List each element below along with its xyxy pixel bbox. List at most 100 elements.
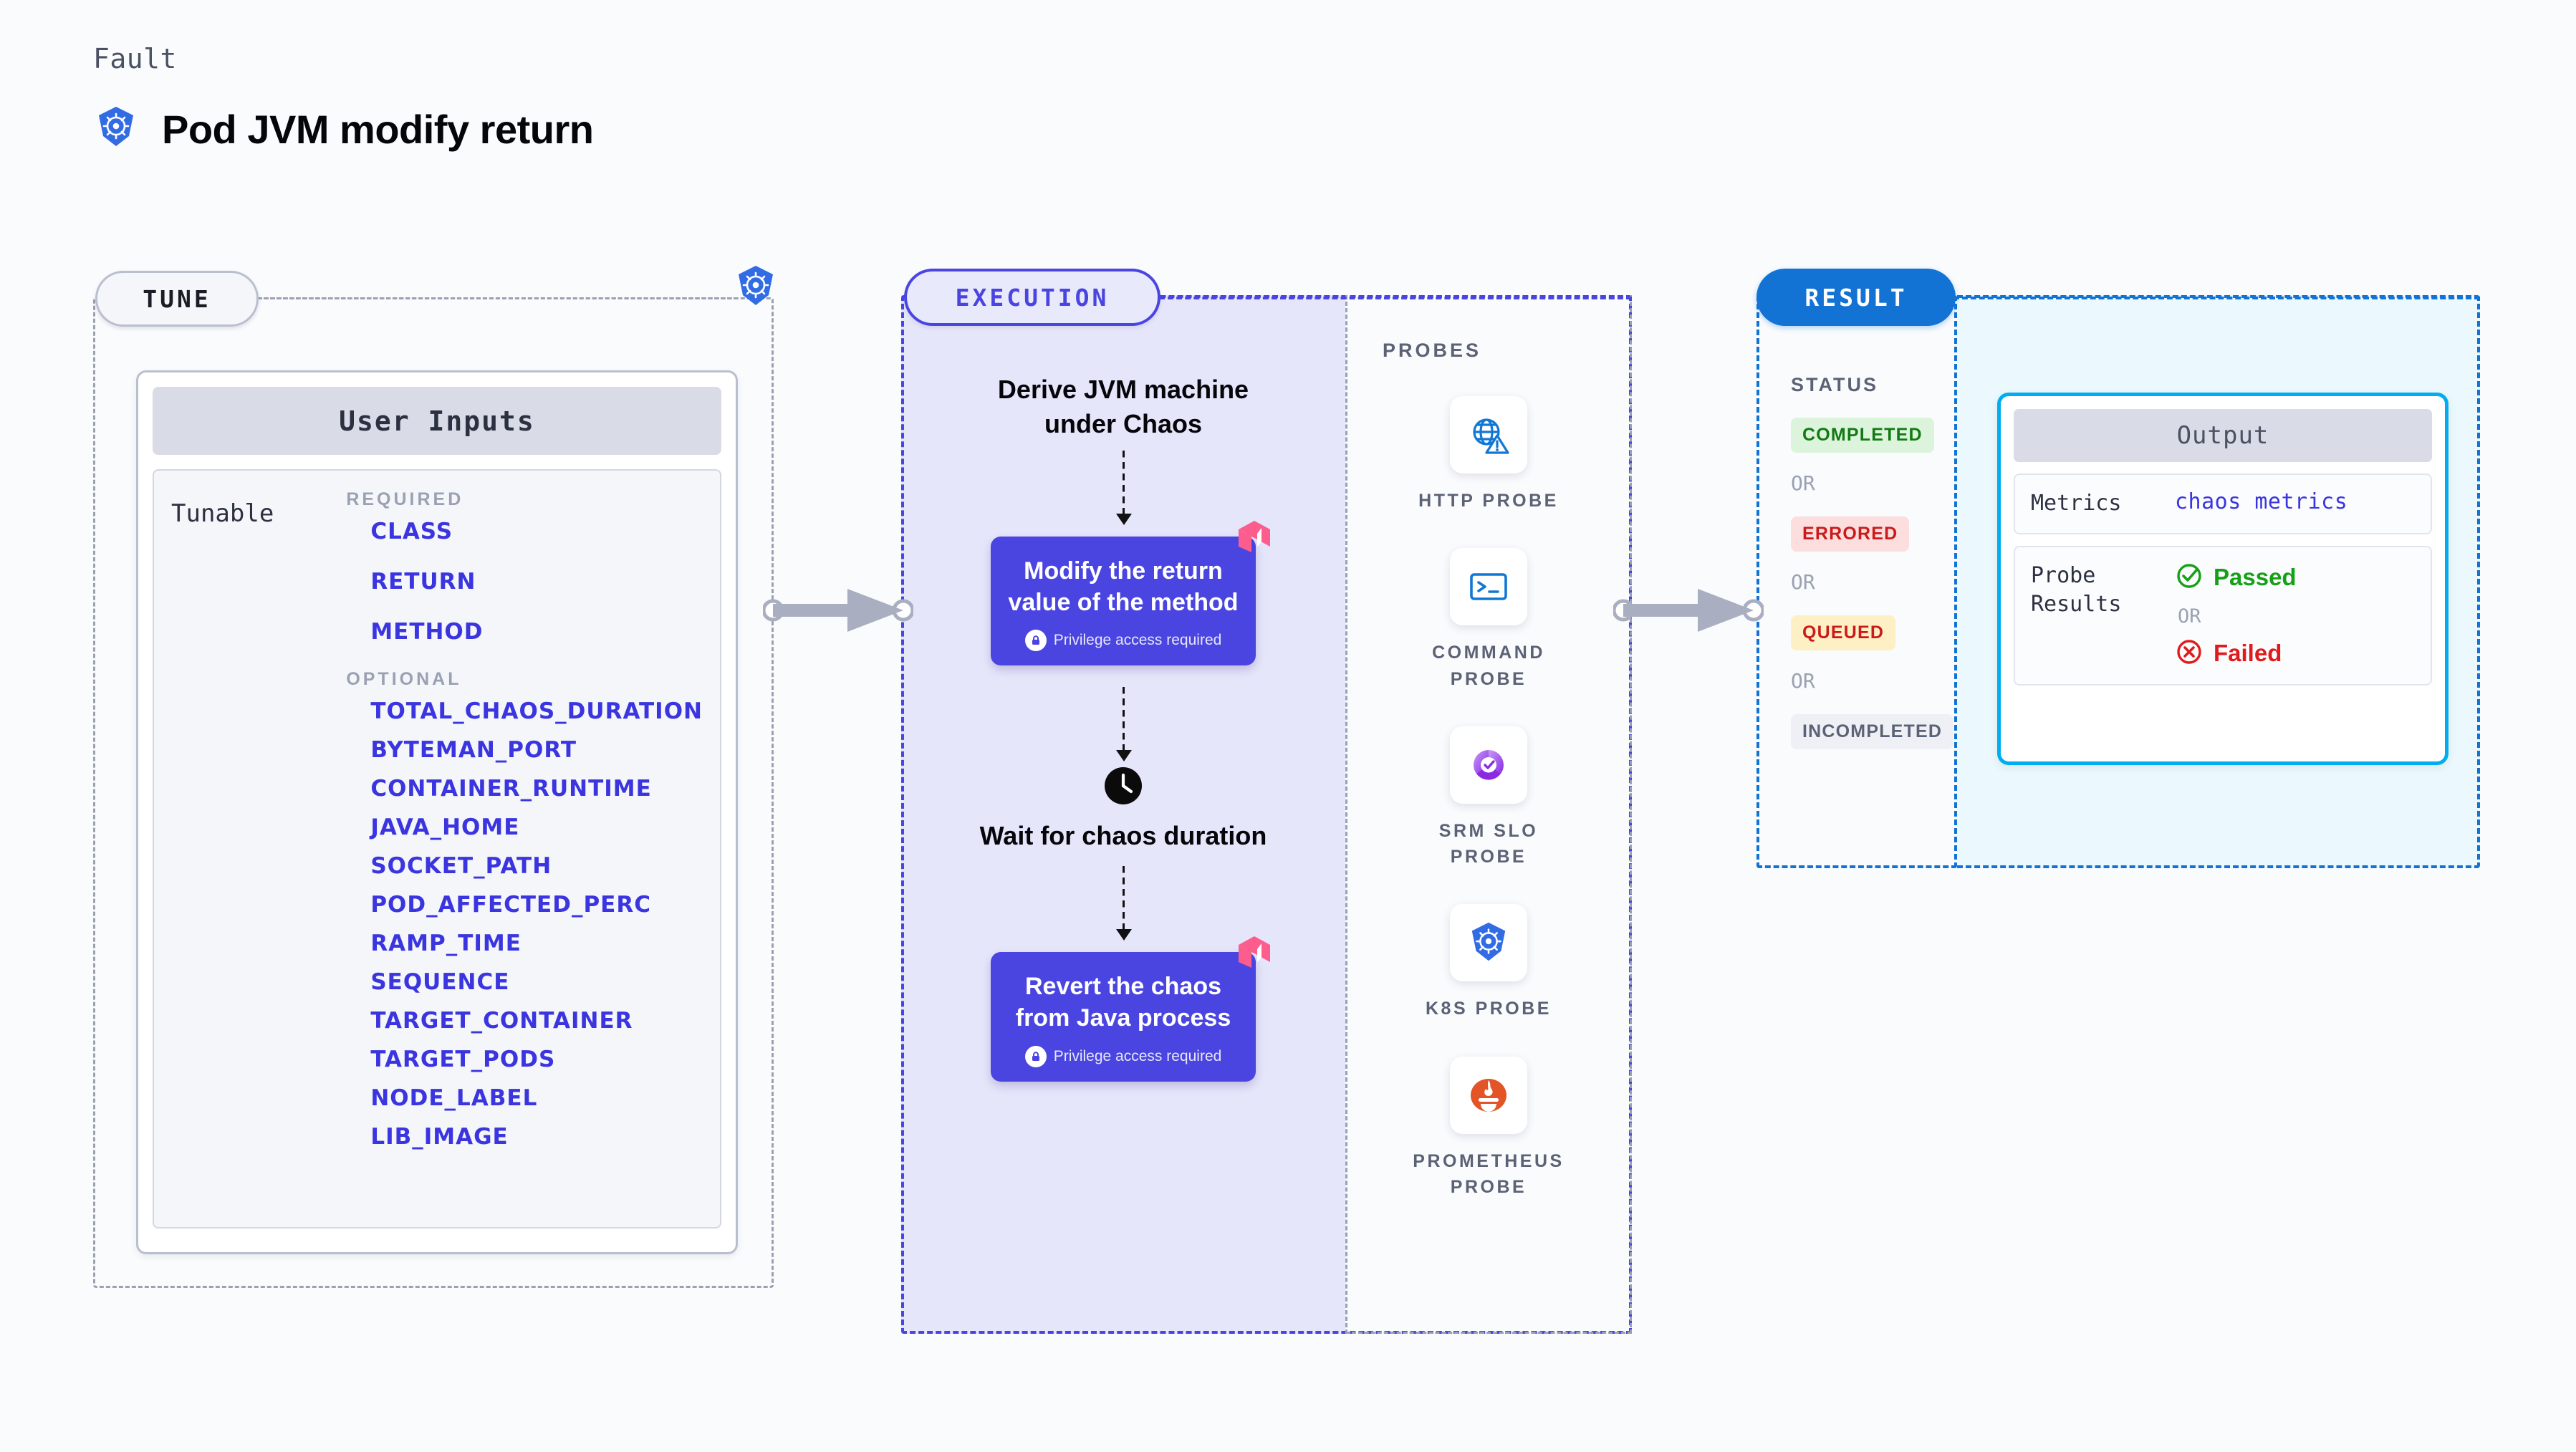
metrics-label: Metrics: [2031, 491, 2122, 516]
check-circle-icon: [2175, 562, 2203, 594]
stage-pill-execution[interactable]: EXECUTION: [904, 269, 1160, 326]
probe-result-failed: Failed: [2175, 638, 2297, 670]
probes-region: [1345, 295, 1632, 1334]
kubernetes-icon: [1450, 904, 1527, 982]
probe-item[interactable]: HTTP PROBE: [1345, 396, 1632, 514]
result-status-column: STATUS COMPLETED OR ERRORED OR QUEUED OR INCOM…: [1756, 295, 1957, 749]
execution-card-note-text: Privilege access required: [1053, 1047, 1222, 1064]
probe-result-or: OR: [2178, 605, 2201, 628]
tunable-optional-item[interactable]: LIB_IMAGE: [370, 1124, 509, 1150]
probes-list: HTTP PROBE COMMAND PROBE SRM SLO PROBE K8S …: [1345, 396, 1632, 1200]
execution-flow: Derive JVM machine under Chaos Modify th…: [901, 372, 1345, 1082]
tunable-optional-item[interactable]: BYTEMAN_PORT: [370, 737, 577, 763]
probe-label: HTTP PROBE: [1418, 491, 1559, 511]
globe-warning-icon: [1450, 396, 1527, 473]
tunable-optional-item[interactable]: NODE_LABEL: [370, 1085, 538, 1111]
optional-list: TOTAL_CHAOS_DURATION BYTEMAN_PORT CONTAINE…: [346, 698, 703, 1150]
execution-card-title: Revert the chaos from Java process: [1015, 973, 1231, 1032]
execution-connector-line: [1159, 297, 1632, 299]
tunable-lists: REQUIRED CLASS RETURN METHOD OPTIONAL TOTA…: [346, 489, 703, 1208]
execution-card-note-text: Privilege access required: [1053, 632, 1222, 649]
metrics-row: Metrics chaos metrics: [2014, 473, 2432, 534]
required-list: CLASS RETURN METHOD: [346, 519, 703, 645]
tunable-optional-item[interactable]: TOTAL_CHAOS_DURATION: [370, 698, 703, 724]
execution-step-title: Derive JVM machine under Chaos: [997, 375, 1249, 438]
tunable-label: Tunable: [171, 499, 274, 528]
execution-card-modify-return[interactable]: Modify the return value of the method Pr…: [991, 521, 1270, 666]
probe-label: PROMETHEUS PROBE: [1413, 1150, 1565, 1197]
tunable-optional-item[interactable]: JAVA_HOME: [370, 814, 520, 840]
probe-result-passed: Passed: [2175, 562, 2297, 594]
probe-label: K8S PROBE: [1426, 999, 1552, 1019]
flow-arrow-down: [1115, 866, 1132, 941]
status-or-separator: OR: [1791, 471, 1815, 495]
flow-arrow-down: [1115, 687, 1132, 762]
litmus-icon: [1236, 933, 1273, 974]
execution-card-revert-chaos[interactable]: Revert the chaos from Java process Privi…: [991, 936, 1270, 1082]
status-badge-list: COMPLETED OR ERRORED OR QUEUED OR INCOMPLETED: [1791, 396, 1957, 749]
tunable-optional-item[interactable]: CONTAINER_RUNTIME: [370, 776, 652, 802]
wait-step-title: Wait for chaos duration: [979, 821, 1267, 851]
failed-label: Failed: [2214, 640, 2282, 666]
srm-slo-icon: [1450, 726, 1527, 804]
tunable-optional-item[interactable]: SOCKET_PATH: [370, 853, 552, 879]
tune-connector-line: [258, 297, 738, 299]
result-connector-line: [1953, 297, 2480, 299]
prometheus-icon: [1450, 1056, 1527, 1134]
status-or-separator: OR: [1791, 570, 1815, 594]
lock-icon: [1024, 630, 1047, 652]
litmus-icon: [1236, 518, 1273, 559]
probe-label: SRM SLO PROBE: [1438, 820, 1539, 867]
output-card: Output Metrics chaos metrics Probe Resul…: [1997, 393, 2448, 765]
tunable-optional-item[interactable]: TARGET_CONTAINER: [370, 1008, 633, 1034]
metrics-value[interactable]: chaos metrics: [2175, 489, 2348, 514]
kubernetes-icon: [733, 264, 779, 313]
probe-item[interactable]: COMMAND PROBE: [1345, 548, 1632, 692]
tunable-optional-item[interactable]: RAMP_TIME: [370, 931, 522, 956]
clock-icon: [1103, 766, 1143, 809]
fault-title-row: Pod JVM modify return: [93, 105, 594, 154]
required-heading: REQUIRED: [346, 489, 464, 509]
terminal-icon: [1450, 548, 1527, 626]
arrow-probes-to-result: [1613, 589, 1764, 632]
x-circle-icon: [2175, 638, 2203, 670]
lock-icon: [1024, 1045, 1047, 1067]
flow-arrow-down: [1115, 451, 1132, 526]
probe-results-label: Probe Results: [2031, 562, 2122, 617]
stage-pill-result[interactable]: RESULT: [1756, 269, 1956, 326]
fault-kicker: Fault: [93, 43, 177, 74]
output-title: Output: [2014, 409, 2432, 462]
passed-label: Passed: [2214, 564, 2297, 590]
status-badge: COMPLETED: [1791, 418, 1934, 453]
tunable-required-item[interactable]: RETURN: [370, 569, 476, 595]
status-badge: ERRORED: [1791, 516, 1910, 552]
page-header: Fault Pod JVM modify return: [93, 43, 594, 154]
probe-item[interactable]: K8S PROBE: [1345, 904, 1632, 1021]
tunable-box: Tunable REQUIRED CLASS RETURN METHOD OPTIO…: [153, 469, 721, 1229]
tunable-optional-item[interactable]: TARGET_PODS: [370, 1047, 556, 1072]
probe-item[interactable]: PROMETHEUS PROBE: [1345, 1056, 1632, 1201]
status-badge: INCOMPLETED: [1791, 714, 1954, 749]
tunable-optional-item[interactable]: SEQUENCE: [370, 969, 510, 995]
status-or-separator: OR: [1791, 669, 1815, 693]
probe-item[interactable]: SRM SLO PROBE: [1345, 726, 1632, 870]
kubernetes-icon: [93, 105, 139, 154]
execution-card-note: Privilege access required: [1006, 630, 1240, 652]
arrow-tune-to-execution: [763, 589, 913, 632]
stage-pill-tune[interactable]: TUNE: [95, 271, 259, 327]
probe-results-row: Probe Results Passed OR: [2014, 545, 2432, 686]
execution-card-note: Privilege access required: [1006, 1045, 1240, 1067]
status-badge: QUEUED: [1791, 615, 1896, 650]
probes-column: PROBES HTTP PROBE COMMAND PROBE SRM SLO PR…: [1345, 295, 1632, 1200]
probe-label: COMMAND PROBE: [1432, 643, 1545, 689]
page-title: Pod JVM modify return: [162, 107, 594, 152]
tunable-optional-item[interactable]: POD_AFFECTED_PERC: [370, 892, 651, 918]
optional-heading: OPTIONAL: [346, 669, 462, 689]
status-heading: STATUS: [1791, 374, 1878, 395]
tunable-required-item[interactable]: METHOD: [370, 619, 484, 645]
execution-card-title: Modify the return value of the method: [1008, 557, 1239, 617]
probe-results-values: Passed OR Failed: [2175, 562, 2297, 670]
tunable-required-item[interactable]: CLASS: [370, 519, 453, 544]
probes-heading: PROBES: [1383, 340, 1482, 361]
